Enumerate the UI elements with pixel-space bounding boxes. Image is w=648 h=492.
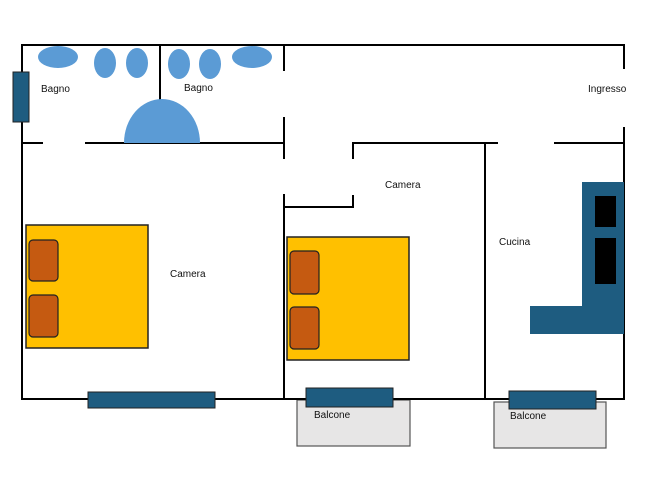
pillow: [28, 294, 59, 338]
toilet-left-2: [126, 48, 148, 78]
bathtub-left: [38, 46, 78, 68]
window-bedroom-left: [87, 391, 216, 409]
label-bedroom-middle: Camera: [385, 180, 421, 191]
pillow: [28, 239, 59, 282]
stove-burner: [595, 238, 616, 284]
toilet-right-2: [199, 49, 221, 79]
kitchen-counter: [530, 182, 624, 334]
label-balcony-right: Balcone: [510, 411, 547, 422]
pillow: [289, 306, 320, 350]
stove-burner: [595, 196, 616, 227]
label-entrance: Ingresso: [588, 84, 627, 95]
label-bathroom-right: Bagno: [184, 83, 213, 94]
balcony-right: [493, 401, 607, 449]
label-kitchen: Cucina: [499, 237, 531, 248]
sink-right: [232, 46, 272, 68]
window-bedroom-middle: [305, 387, 394, 408]
window-kitchen: [508, 390, 597, 410]
balcony-middle: [296, 399, 411, 447]
bed-middle: [286, 236, 410, 361]
label-bedroom-left: Camera: [170, 269, 206, 280]
bed-left: [25, 224, 149, 349]
label-balcony-middle: Balcone: [314, 410, 351, 421]
toilet-right-1: [168, 49, 190, 79]
bathroom-fixtures: [38, 46, 272, 143]
window-left-wall: [12, 71, 30, 123]
shower: [124, 99, 200, 143]
label-bathroom-left: Bagno: [41, 84, 70, 95]
pillow: [289, 250, 320, 295]
toilet-left-1: [94, 48, 116, 78]
